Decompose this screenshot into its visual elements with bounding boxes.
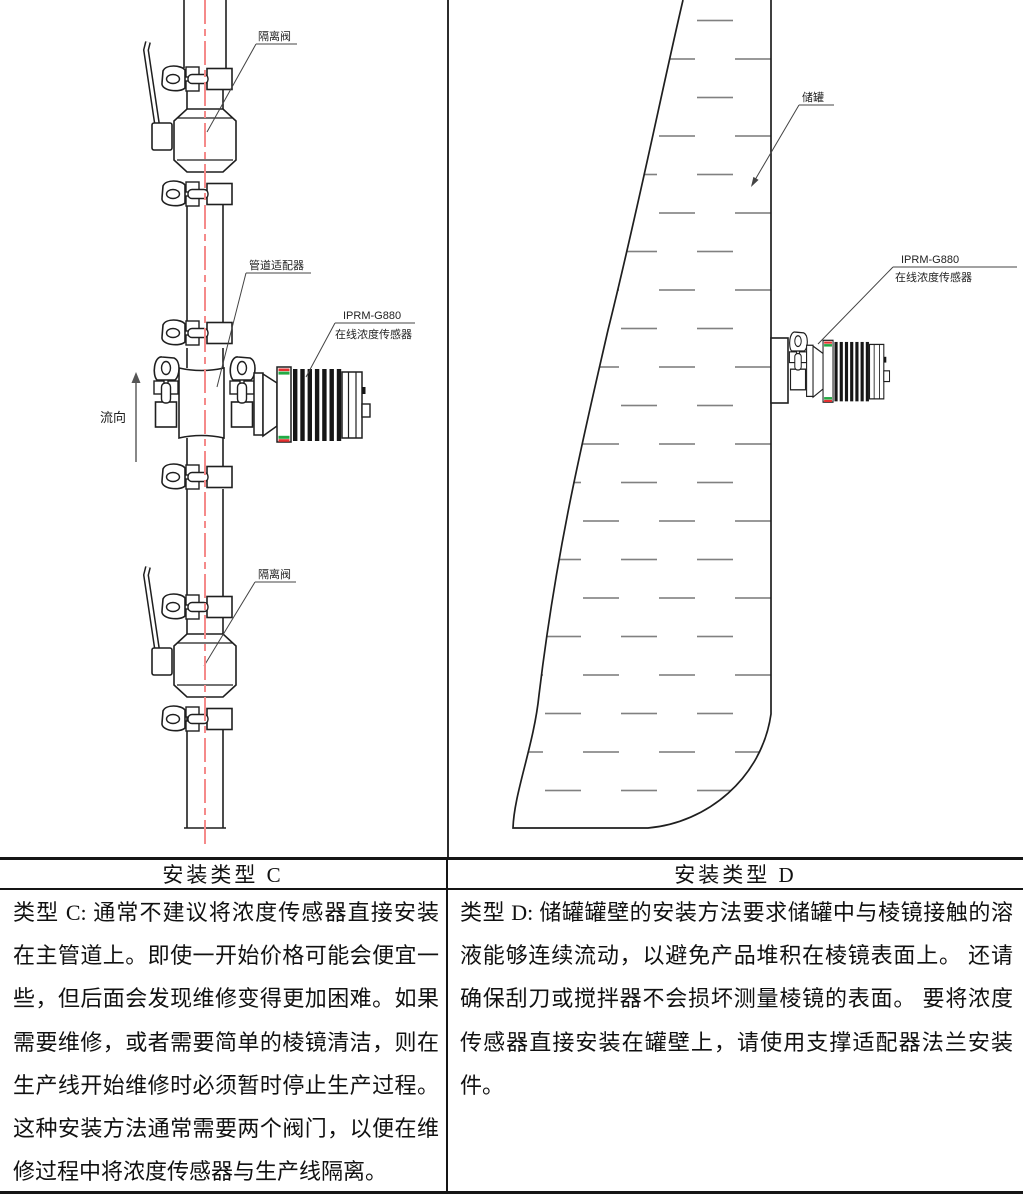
concentration-sensor-tank	[789, 332, 889, 402]
description-type-d: 类型 D: 储罐罐壁的安装方法要求储罐中与棱镜接触的溶液能够连续流动，以避免产品…	[460, 900, 1013, 1098]
concentration-sensor	[230, 357, 370, 442]
label-sensor-name-right: 在线浓度传感器	[895, 270, 972, 284]
pipe-adapter-cross	[153, 356, 225, 439]
leader-arrowhead	[751, 176, 759, 187]
diagram-type-d: 储罐 IPRM-G880 在线浓度传感器	[512, 0, 1017, 829]
diagram-type-c: 隔离阀 管道适配器 IPRM-G880 在线浓度传感器 流向 隔离阀	[100, 0, 415, 848]
label-flow-direction: 流向	[100, 410, 126, 425]
label-isolation-valve-bottom: 隔离阀	[258, 567, 291, 581]
caption-type-c: 安装类型 C	[0, 859, 448, 889]
label-tank: 储罐	[802, 90, 824, 104]
tank-wall-flange	[770, 337, 789, 404]
label-pipe-adapter: 管道适配器	[249, 258, 304, 272]
description-table: 安装类型 C 安装类型 D 类型 C: 通常不建议将浓度传感器直接安装在主管道上…	[0, 857, 1023, 1194]
installation-diagrams: 隔离阀 管道适配器 IPRM-G880 在线浓度传感器 流向 隔离阀	[100, 0, 1017, 857]
label-isolation-valve-top: 隔离阀	[258, 29, 291, 43]
description-row: 类型 C: 通常不建议将浓度传感器直接安装在主管道上。即使一开始价格可能会便宜一…	[0, 890, 1023, 1194]
storage-tank	[512, 0, 772, 829]
flow-arrow	[131, 372, 141, 462]
label-sensor-model-left: IPRM-G880	[343, 310, 401, 322]
label-sensor-name-left: 在线浓度传感器	[335, 327, 412, 341]
caption-row: 安装类型 C 安装类型 D	[0, 857, 1023, 890]
label-sensor-model-right: IPRM-G880	[901, 254, 959, 266]
labels-left	[203, 43, 415, 667]
caption-type-d: 安装类型 D	[674, 863, 797, 887]
labels-right	[751, 104, 1017, 345]
description-type-c: 类型 C: 通常不建议将浓度传感器直接安装在主管道上。即使一开始价格可能会便宜一…	[0, 890, 448, 1191]
